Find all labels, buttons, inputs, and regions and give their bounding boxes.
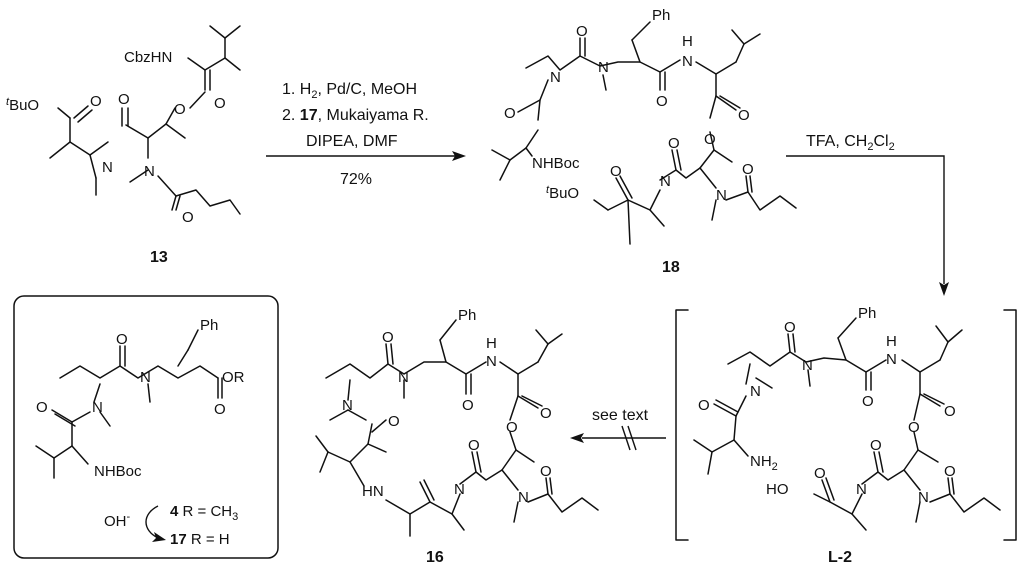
oxygen-label: O (506, 419, 518, 436)
nhboc-label: NHBoc (532, 155, 580, 172)
oxygen-label: O (540, 405, 552, 422)
boxed-compounds-4-17: Ph N N O O O OR NHBoc OH- 4 R = CH3 17 R… (13, 295, 279, 559)
oxygen-label: O (382, 329, 394, 346)
oxygen-label: O (116, 331, 128, 348)
phenyl-label: Ph (858, 305, 876, 322)
oxygen-label: O (944, 403, 956, 420)
oxygen-label: O (36, 399, 48, 416)
oxygen-label: O (610, 163, 622, 180)
step1-yield: 72% (340, 171, 372, 188)
nitrogen-label: N (750, 383, 761, 400)
oxygen-label: O (784, 319, 796, 336)
oxygen-label: O (862, 393, 874, 410)
oxygen-label: O (908, 419, 920, 436)
oxygen-label: O (214, 95, 226, 112)
hydrogen-label: H (886, 333, 897, 350)
phenyl-label: Ph (458, 307, 476, 324)
nitrogen-label: N (398, 369, 409, 386)
nitrogen-label: N (102, 159, 113, 176)
nitrogen-label: N (918, 489, 929, 506)
nitrogen-label: N (486, 353, 497, 370)
oxygen-label: O (576, 23, 588, 40)
compound-17-caption: 17 R = H (170, 531, 230, 548)
phenyl-label: Ph (200, 317, 218, 334)
reaction-arrow-step1: 1. H2, Pd/C, MeOH 2. 17, Mukaiyama R. DI… (266, 81, 466, 188)
oxygen-label: O (944, 463, 956, 480)
nitrogen-label: N (454, 481, 465, 498)
compound-number-18: 18 (662, 259, 680, 276)
intermediate-l2: Ph H N N N N N NH2 HO O O O O O O O O L-… (675, 305, 1017, 566)
compound-number-16: 16 (426, 549, 444, 566)
compound-18: Ph H N N N N N NHBoc O O O O O O O O tBu… (491, 7, 797, 276)
nh2-label: NH2 (750, 453, 778, 473)
nitrogen-label: N (856, 481, 867, 498)
cbzhn-label: CbzHN (124, 49, 172, 66)
oxygen-label: O (174, 101, 186, 118)
nhboc-label: NHBoc (94, 463, 142, 480)
nitrogen-label: N (550, 69, 561, 86)
compound-number-l2: L-2 (828, 549, 852, 566)
or-label: OR (222, 369, 245, 386)
compound-4-caption: 4 R = CH3 (170, 503, 238, 523)
step3-label: see text (592, 407, 649, 424)
nitrogen-label: N (660, 173, 671, 190)
hydrogen-label: H (682, 33, 693, 50)
reaction-arrow-step2: TFA, CH2Cl2 (786, 133, 949, 296)
reaction-arrow-step3: see text (570, 407, 666, 451)
step2-conditions: TFA, CH2Cl2 (806, 133, 895, 153)
ho-label: HO (766, 481, 789, 498)
hn-label: HN (362, 483, 384, 500)
nitrogen-label: N (716, 187, 727, 204)
oxygen-label: O (668, 135, 680, 152)
compound-13: CbzHN O O O O O N N tBuO 13 (6, 25, 241, 266)
nitrogen-label: N (682, 53, 693, 70)
oxygen-label: O (738, 107, 750, 124)
phenyl-label: Ph (652, 7, 670, 24)
compound-number-13: 13 (150, 249, 168, 266)
oxygen-label: O (462, 397, 474, 414)
hydroxide-label: OH- (104, 511, 131, 530)
oxygen-label: O (870, 437, 882, 454)
oxygen-label: O (504, 105, 516, 122)
step1-conditions-line2: 2. 17, Mukaiyama R. (282, 107, 429, 124)
step1-conditions-line1: 1. H2, Pd/C, MeOH (282, 81, 417, 101)
oxygen-label: O (214, 401, 226, 418)
oxygen-label: O (656, 93, 668, 110)
tbuo-label: tBuO (6, 96, 39, 114)
compound-16: Ph H N N N N N HN O O O O O O O 16 (315, 307, 599, 566)
nitrogen-label: N (598, 59, 609, 76)
oxygen-label: O (698, 397, 710, 414)
oxygen-label: O (182, 209, 194, 226)
oxygen-label: O (814, 465, 826, 482)
oxygen-label: O (704, 131, 716, 148)
oxygen-label: O (742, 161, 754, 178)
nitrogen-label: N (144, 163, 155, 180)
nitrogen-label: N (886, 351, 897, 368)
tbuo-label: tBuO (546, 184, 579, 202)
nitrogen-label: N (140, 369, 151, 386)
nitrogen-label: N (518, 489, 529, 506)
oxygen-label: O (540, 463, 552, 480)
nitrogen-label: N (802, 357, 813, 374)
oxygen-label: O (388, 413, 400, 430)
nitrogen-label: N (92, 399, 103, 416)
oxygen-label: O (118, 91, 130, 108)
nitrogen-label: N (342, 397, 353, 414)
step1-conditions-line3: DIPEA, DMF (306, 133, 398, 150)
oxygen-label: O (90, 93, 102, 110)
oxygen-label: O (468, 437, 480, 454)
hydrogen-label: H (486, 335, 497, 352)
